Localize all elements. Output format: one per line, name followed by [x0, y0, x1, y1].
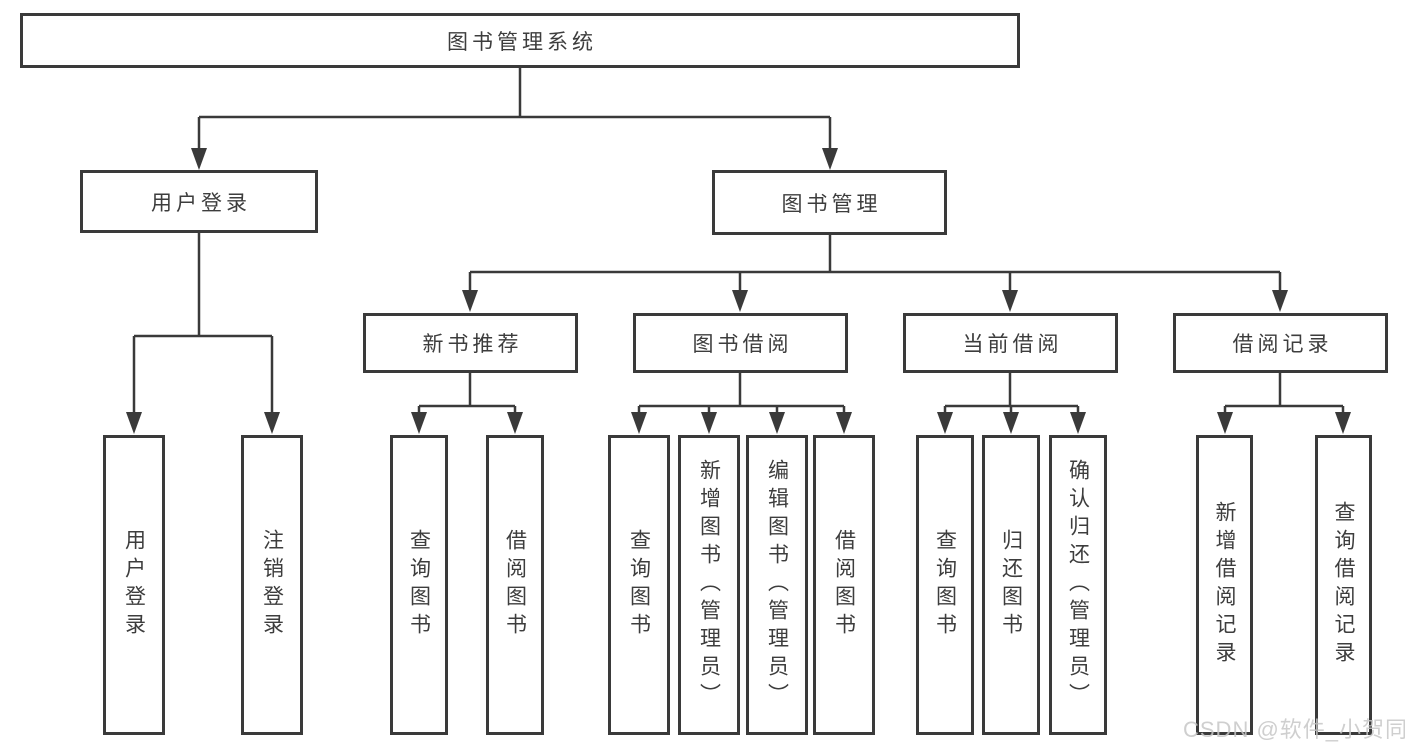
leaf-edit-books-admin: 编辑图书（管理员）: [746, 435, 808, 735]
leaf-borrow-books-recommend-label: 借阅图书: [503, 529, 527, 641]
leaf-return-books-label: 归还图书: [999, 529, 1023, 641]
csdn-watermark: CSDN @软件_小贺同学: [1183, 717, 1405, 742]
node-book-management: 图书管理: [712, 170, 947, 235]
leaf-borrow-books-label: 借阅图书: [832, 529, 856, 641]
leaf-query-books-current: 查询图书: [916, 435, 974, 735]
leaf-add-borrow-record: 新增借阅记录: [1196, 435, 1253, 735]
leaf-query-books-recommend-label: 查询图书: [407, 529, 431, 641]
node-book-borrow: 图书借阅: [633, 313, 848, 373]
leaf-logout-label: 注销登录: [260, 529, 284, 641]
leaf-return-books: 归还图书: [982, 435, 1040, 735]
leaf-query-books-current-label: 查询图书: [933, 529, 957, 641]
leaf-borrow-books-recommend: 借阅图书: [486, 435, 544, 735]
node-borrow-records: 借阅记录: [1173, 313, 1388, 373]
leaf-query-borrow-record: 查询借阅记录: [1315, 435, 1372, 735]
leaf-add-borrow-record-label: 新增借阅记录: [1213, 501, 1236, 669]
node-new-book-recommend: 新书推荐: [363, 313, 578, 373]
leaf-user-login-label: 用户登录: [122, 529, 146, 641]
leaf-confirm-return-admin-label: 确认归还（管理员）: [1066, 459, 1090, 711]
leaf-query-books-borrow: 查询图书: [608, 435, 670, 735]
leaf-logout: 注销登录: [241, 435, 303, 735]
leaf-add-books-admin: 新增图书（管理员）: [678, 435, 740, 735]
leaf-edit-books-admin-label: 编辑图书（管理员）: [765, 459, 789, 711]
leaf-add-books-admin-label: 新增图书（管理员）: [697, 459, 721, 711]
leaf-query-borrow-record-label: 查询借阅记录: [1332, 501, 1355, 669]
node-user-login: 用户登录: [80, 170, 318, 233]
leaf-confirm-return-admin: 确认归还（管理员）: [1049, 435, 1107, 735]
node-library-management-system: 图书管理系统: [20, 13, 1020, 68]
leaf-query-books-borrow-label: 查询图书: [627, 529, 651, 641]
leaf-user-login: 用户登录: [103, 435, 165, 735]
node-current-borrow: 当前借阅: [903, 313, 1118, 373]
leaf-query-books-recommend: 查询图书: [390, 435, 448, 735]
leaf-borrow-books: 借阅图书: [813, 435, 875, 735]
